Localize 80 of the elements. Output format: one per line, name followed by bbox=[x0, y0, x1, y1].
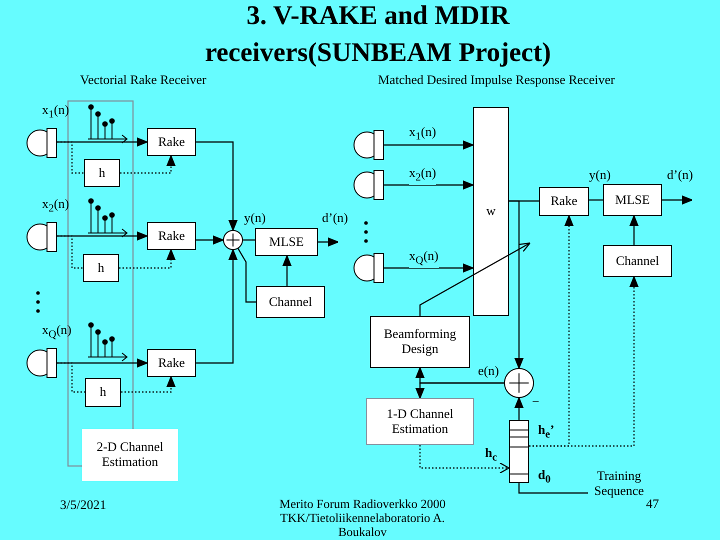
box-label: w bbox=[486, 204, 496, 219]
box-label: Rake bbox=[158, 134, 185, 150]
arrow bbox=[196, 141, 238, 231]
signal-label: e(n) bbox=[478, 364, 499, 378]
arrow bbox=[384, 263, 474, 273]
dotted-arrow bbox=[120, 155, 176, 174]
connector-line bbox=[518, 483, 588, 494]
box-label: Rake bbox=[158, 356, 185, 370]
node-label: Training Sequence bbox=[593, 469, 645, 499]
arrow bbox=[419, 242, 531, 316]
connector-line bbox=[238, 248, 256, 303]
edge-label: y(n) bbox=[589, 168, 611, 182]
box-label: h bbox=[100, 385, 106, 400]
arrow bbox=[384, 140, 474, 150]
box-label: Channel bbox=[616, 254, 660, 268]
process-box bbox=[84, 159, 120, 187]
arrow bbox=[318, 237, 339, 247]
edge-label: d’(n) bbox=[322, 211, 348, 226]
dotted-line bbox=[57, 235, 83, 269]
signal-label: d$_{0}$ bbox=[538, 468, 551, 486]
arrow bbox=[57, 231, 148, 241]
box-label: h bbox=[98, 260, 104, 276]
arrow bbox=[509, 200, 524, 369]
edge-label: x$_{2}$(n) bbox=[409, 166, 436, 184]
box-label: Channel bbox=[268, 294, 312, 310]
process-box bbox=[603, 184, 662, 216]
process-box bbox=[370, 316, 470, 368]
box-label: Rake bbox=[158, 228, 185, 244]
signal-label: x$_{1}$(n) bbox=[42, 103, 70, 122]
process-box bbox=[539, 187, 589, 216]
process-box bbox=[366, 398, 474, 445]
box-label: 2-D Channel Estimation bbox=[96, 440, 164, 470]
box-label: Beamforming Design bbox=[382, 327, 458, 357]
signal-label: x$_{Q}$(n) bbox=[42, 323, 72, 342]
process-box bbox=[147, 349, 196, 377]
arrow bbox=[662, 195, 693, 205]
process-box bbox=[83, 254, 119, 282]
process-box bbox=[147, 128, 196, 156]
dotted-arrow bbox=[529, 276, 639, 447]
edge-label: y(n) bbox=[244, 211, 266, 226]
box-label: h bbox=[98, 166, 106, 180]
slide-title: 3. V-RAKE and MDIR receivers(SUNBEAM Project) bbox=[204, 0, 552, 69]
footer-text: Merito Forum Radioverkko 2000 TKK/Tietoliikennelaboratorio A. Boukalov bbox=[278, 497, 447, 539]
dotted-line bbox=[57, 362, 85, 393]
arrow bbox=[196, 249, 238, 364]
minus-sign: − bbox=[532, 395, 540, 410]
arrow bbox=[514, 397, 524, 420]
signal-label: x$_{2}$(n) bbox=[42, 197, 70, 216]
process-box bbox=[85, 378, 121, 407]
arrow bbox=[629, 215, 639, 245]
process-box bbox=[255, 228, 318, 256]
signal-label: h$_{e}$’ bbox=[538, 423, 554, 442]
process-box bbox=[473, 107, 509, 316]
footer-text: 3/5/2021 bbox=[60, 498, 106, 512]
connector-line bbox=[589, 199, 603, 201]
signal-label: h$_{c}$ bbox=[485, 446, 498, 464]
arrow bbox=[415, 382, 504, 399]
arrow bbox=[282, 255, 292, 286]
dotted-arrow bbox=[121, 376, 176, 393]
dotted-arrow bbox=[419, 445, 510, 474]
box-label: MLSE bbox=[269, 234, 304, 250]
arrow bbox=[57, 137, 148, 147]
box-label: MLSE bbox=[615, 192, 650, 208]
dotted-arrow bbox=[119, 249, 176, 269]
section-heading: Matched Desired Impulse Response Receiver bbox=[378, 73, 615, 88]
footer-text: 47 bbox=[646, 497, 659, 512]
arrow bbox=[196, 235, 224, 245]
box-label: Rake bbox=[550, 194, 578, 209]
process-box bbox=[147, 222, 196, 250]
section-heading: Vectorial Rake Receiver bbox=[80, 73, 206, 88]
process-box bbox=[256, 286, 325, 318]
process-box bbox=[82, 429, 178, 481]
arrow bbox=[57, 358, 148, 368]
box-label: 1-D Channel Estimation bbox=[386, 406, 454, 436]
connector-line bbox=[243, 239, 255, 241]
dotted-line bbox=[57, 141, 84, 174]
edge-label: x$_{Q}$(n) bbox=[409, 249, 438, 268]
edge-label: d’(n) bbox=[667, 168, 693, 182]
arrow bbox=[384, 180, 474, 190]
process-box bbox=[603, 245, 672, 277]
